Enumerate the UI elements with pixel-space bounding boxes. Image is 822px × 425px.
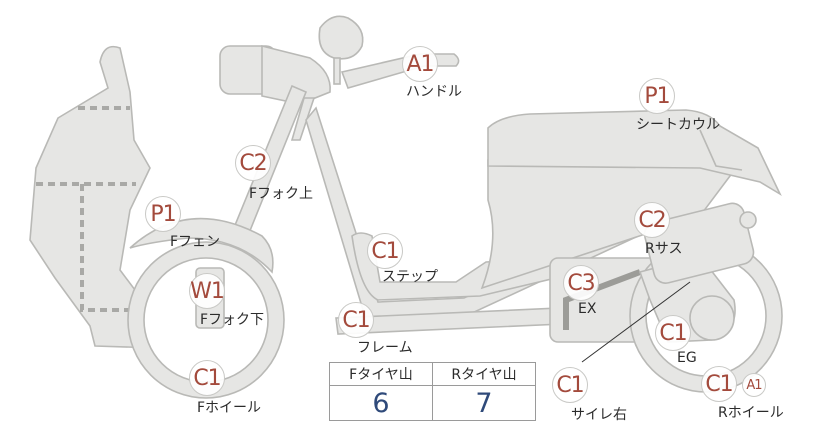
seat: [487, 109, 782, 197]
front-wheel-mark: C1: [189, 360, 225, 396]
tire-tread-table: Fタイヤ山 Rタイヤ山 6 7: [329, 362, 536, 421]
engine-label: EG: [677, 350, 697, 366]
pointer-line: [581, 281, 691, 363]
rear-tread-header: Rタイヤ山: [432, 362, 536, 386]
rear-suspension-label: Rサス: [645, 241, 683, 257]
handle-mark: A1: [402, 46, 438, 82]
silencer-right-label: サイレ右: [571, 407, 627, 423]
front-fork-inner: [290, 97, 316, 141]
front-fender-label: Fフェン: [170, 234, 221, 250]
front-fork-lower-label: Fフォク下: [200, 312, 265, 328]
rear-hub: [689, 295, 735, 341]
rear-tread-value: 7: [432, 385, 536, 421]
engine-mark: C1: [655, 315, 691, 351]
front-fork-lower-mark: W1: [189, 273, 225, 309]
frame-mark: C1: [338, 302, 374, 338]
seat-cowl-mark: P1: [639, 78, 675, 114]
front-fender: [129, 217, 274, 274]
silencer-end: [739, 211, 757, 229]
mirror-stem: [333, 57, 341, 85]
seat-cowl-label: シートカウル: [636, 117, 720, 133]
seat-line: [699, 129, 743, 171]
fork-upper-label: Fフォク上: [249, 186, 314, 202]
exhaust-pipe: [563, 269, 642, 330]
front-fender-mark: P1: [145, 196, 181, 232]
exhaust-mark: C3: [563, 265, 599, 301]
exhaust-label: EX: [578, 301, 597, 317]
rear-suspension-mark: C2: [634, 202, 670, 238]
front-wheel-label: Fホイール: [197, 400, 262, 416]
step-mark: C1: [367, 233, 403, 269]
step-label: ステップ: [382, 269, 438, 285]
handle-label: ハンドル: [406, 84, 462, 100]
front-leg-shield: [29, 45, 227, 351]
rear-suspension-body: [643, 202, 755, 284]
fork-upper-mark: C2: [235, 145, 271, 181]
front-tread-header: Fタイヤ山: [329, 362, 433, 386]
rear-wheel-extra-mark: A1: [742, 373, 766, 397]
front-tread-value: 6: [329, 385, 433, 421]
rear-wheel-mark: C1: [701, 366, 737, 402]
frame-label: フレーム: [357, 340, 413, 356]
silencer-right-mark: C1: [552, 367, 588, 403]
shield-seam: [80, 184, 136, 312]
mirror: [318, 15, 364, 60]
rear-wheel-label: Rホイール: [718, 405, 784, 421]
